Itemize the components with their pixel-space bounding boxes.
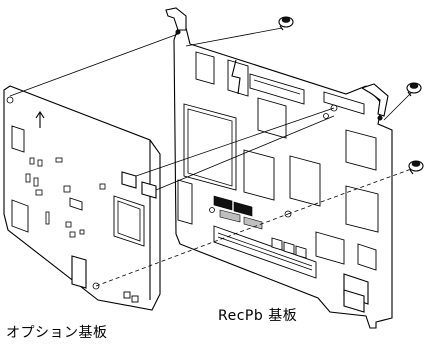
- right-top-connector: [323, 91, 365, 115]
- alignment-lines: [9, 27, 415, 287]
- option-chip-left: [11, 199, 29, 233]
- chip-right-lower: [345, 185, 379, 233]
- recpb-board-label: RecPb 基板: [218, 308, 298, 324]
- component-lower-left: [177, 179, 193, 225]
- option-mount-hole: [6, 96, 14, 104]
- cable-jumper: [231, 59, 241, 95]
- mount-hole: [209, 207, 215, 213]
- chip-mid-2: [243, 149, 275, 201]
- mount-hole: [323, 113, 329, 119]
- option-standoff: [141, 181, 157, 199]
- recpb-board: [165, 7, 393, 329]
- alignment-line: [185, 27, 283, 47]
- option-board-outline: [3, 85, 161, 311]
- mount-hole: [284, 210, 292, 218]
- usb-connector: [343, 289, 365, 313]
- option-standoff: [121, 171, 137, 189]
- screw: [408, 160, 424, 175]
- right-bracket: [360, 83, 389, 117]
- bottom-right-chips: [271, 231, 377, 271]
- screw: [406, 82, 422, 97]
- option-mount-hole: [92, 282, 100, 290]
- option-jumper: [35, 111, 45, 128]
- option-part: [123, 291, 131, 299]
- chip-top-left: [195, 51, 215, 85]
- alignment-line: [135, 107, 335, 177]
- alignment-line: [383, 89, 415, 121]
- top-connector: [249, 73, 305, 105]
- bracket-hole: [175, 29, 181, 35]
- option-ic-right: [69, 197, 83, 211]
- option-main-chip: [113, 195, 145, 247]
- alignment-line: [9, 33, 179, 97]
- option-board-label: オプション基板: [6, 325, 108, 341]
- option-small-components: [25, 157, 106, 238]
- screw: [278, 16, 294, 31]
- small-chip-row: [213, 195, 263, 230]
- option-part: [131, 295, 139, 303]
- chip-right-qfp: [345, 129, 377, 171]
- alignment-line-dashed: [95, 213, 289, 287]
- option-board: [3, 85, 161, 311]
- alignment-line-dashed: [287, 167, 415, 215]
- right-bracket-hole: [377, 115, 383, 121]
- chip-mid-1: [257, 97, 287, 139]
- mount-hole: [330, 104, 338, 112]
- chip-mid-3: [289, 155, 321, 207]
- option-connector: [71, 255, 87, 289]
- option-chip-top: [11, 125, 25, 153]
- qfp-chip-large: [183, 103, 237, 191]
- top-bracket: [165, 7, 187, 31]
- alignment-line: [155, 115, 335, 191]
